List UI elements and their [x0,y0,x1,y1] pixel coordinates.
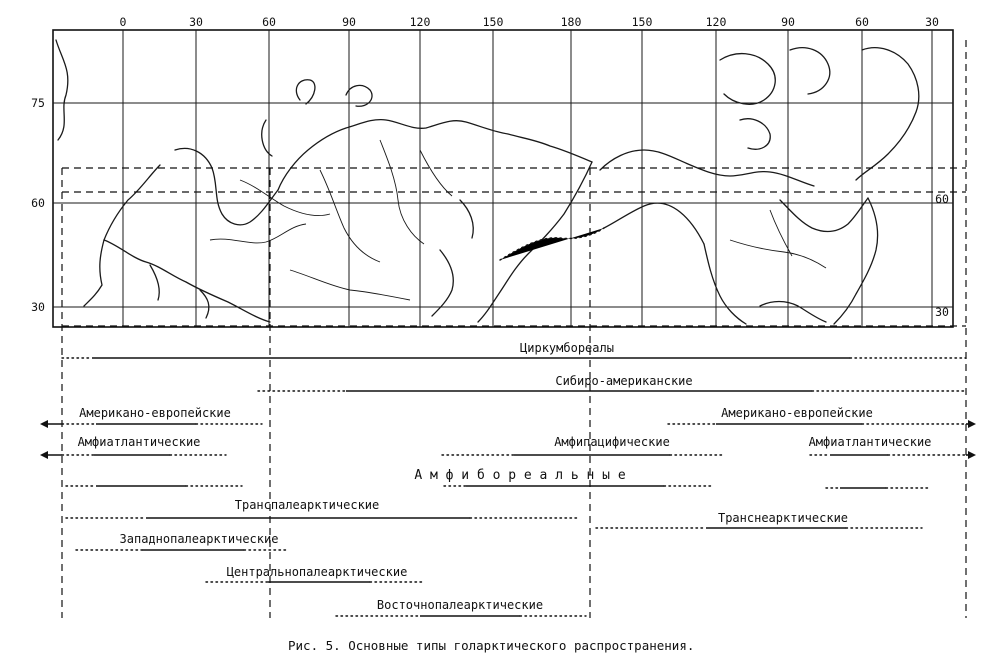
map-panel: 0 30 60 90 120 150 180 150 120 90 60 30 … [31,15,954,328]
range-label: Транснеарктические [718,511,848,525]
longitude-label: 30 [925,15,939,29]
range-label: Сибиро-американские [555,374,692,388]
latitude-labels: 75 60 30 60 30 [31,96,949,319]
latitude-label-right: 30 [935,305,949,319]
guide-lines [61,40,967,618]
meridian-lines [122,30,933,327]
longitude-label: 120 [410,15,431,29]
range-central-palearctic: Центральнопалеарктические [205,565,425,583]
latitude-label-left: 60 [31,196,45,210]
range-label: Американо-европейские [79,406,231,420]
latitude-label-left: 30 [31,300,45,314]
longitude-label: 150 [483,15,504,29]
longitude-label: 150 [632,15,653,29]
range-american-european-left: Американо-европейские [40,406,263,428]
range-label: Амфиатлантические [78,435,201,449]
parallel-lines [53,102,953,308]
longitude-label: 60 [855,15,869,29]
range-label: Амфипацифические [554,435,670,449]
longitude-label: 180 [561,15,582,29]
longitude-label: 90 [342,15,356,29]
range-label: Циркумбореалы [520,341,614,355]
range-transnearctic: Транснеарктические [595,511,923,529]
range-label: А м ф и б о р е а л ь н ы е [414,468,625,483]
range-bars: Циркумбореалы Сибиро-американские Америк… [40,341,976,617]
range-american-european-right: Американо-европейские [667,406,976,428]
map-frame [52,29,954,328]
range-label: Американо-европейские [721,406,873,420]
range-amphiatlantic-right: Амфиатлантические [809,435,976,459]
range-transpalearctic: Транспалеарктические [65,498,579,519]
range-east-palearctic: Восточнопалеарктические [335,598,587,617]
range-label: Центральнопалеарктические [227,565,408,579]
figure-caption: Рис. 5. Основные типы голарктического ра… [288,638,694,653]
latitude-label-left: 75 [31,96,45,110]
range-amphiboreal: А м ф и б о р е а л ь н ы е [65,468,929,489]
longitude-labels: 0 30 60 90 120 150 180 150 120 90 60 30 [120,15,939,29]
range-label: Транспалеарктические [235,498,380,512]
range-label: Амфиатлантические [809,435,932,449]
coastlines [55,39,920,325]
longitude-label: 90 [781,15,795,29]
range-amphiatlantic-left: Амфиатлантические [40,435,227,459]
range-amphipacific: Амфипацифические [441,435,723,456]
range-siberian-american: Сибиро-американские [257,374,967,392]
longitude-label: 60 [262,15,276,29]
range-west-palearctic: Западнопалеарктические [75,532,287,551]
longitude-label: 0 [120,15,127,29]
longitude-label: 30 [189,15,203,29]
latitude-label-right: 60 [935,192,949,206]
longitude-label: 120 [706,15,727,29]
range-circumboreal: Циркумбореалы [61,341,967,359]
range-label: Восточнопалеарктические [377,598,543,612]
range-label: Западнопалеарктические [120,532,279,546]
